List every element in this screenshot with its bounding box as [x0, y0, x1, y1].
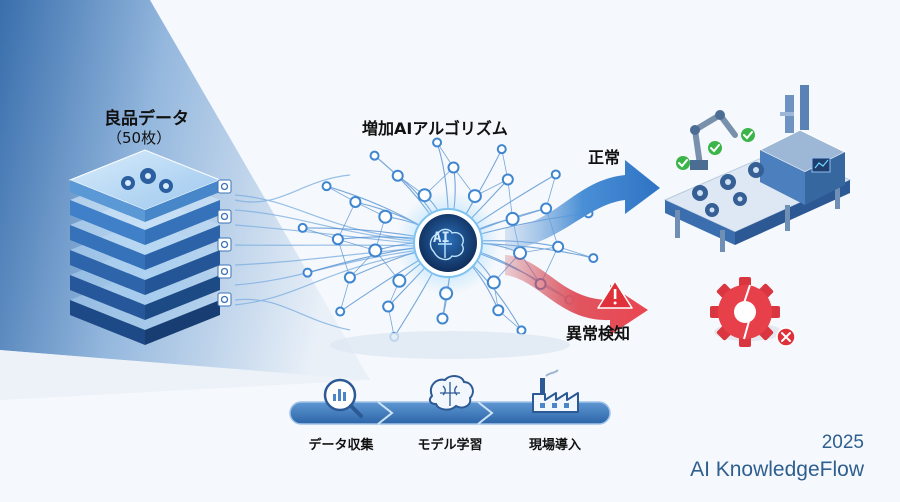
network-link — [302, 227, 339, 240]
footer-year: 2025 — [821, 432, 864, 453]
data-block-count: （50枚） — [107, 129, 172, 147]
gear-icon — [121, 168, 173, 193]
data-stack — [68, 149, 232, 345]
network-node — [486, 275, 501, 290]
network-node — [392, 273, 407, 288]
network-link — [337, 239, 351, 278]
gear-icon — [217, 179, 232, 307]
normal-output-label: 正常 — [588, 148, 621, 167]
network-node — [501, 173, 514, 186]
network-node — [335, 306, 346, 317]
network-node — [436, 312, 449, 325]
network-node — [588, 253, 599, 264]
magnifier-chart-icon — [323, 378, 363, 418]
anomaly-flow-arrow — [505, 255, 648, 335]
footer-brand: AI KnowledgeFlow — [690, 458, 864, 481]
algorithm-title: 増加AIアルゴリズム — [362, 119, 508, 138]
network-node — [496, 144, 507, 155]
normal-flow-arrow — [505, 160, 660, 250]
network-node — [297, 222, 308, 233]
check-icon — [676, 128, 755, 170]
network-node — [432, 137, 443, 148]
brain-icon — [428, 375, 474, 411]
warning-icon — [597, 280, 633, 309]
cross-icon — [776, 327, 796, 347]
network-node — [331, 233, 344, 246]
ai-brain-chip — [396, 191, 500, 295]
data-block-title: 良品データ — [104, 109, 189, 129]
network-node — [382, 300, 395, 313]
step-field-deployment: 現場導入 — [528, 438, 581, 453]
network-node — [391, 169, 404, 182]
anomaly-output-label: 異常検知 — [566, 324, 631, 343]
factory-production-line — [663, 85, 852, 252]
ai-chip-label: AI — [433, 230, 450, 246]
network-node — [302, 267, 313, 278]
network-link — [337, 201, 356, 240]
network-node — [369, 150, 380, 161]
network-node — [321, 181, 332, 192]
data-streams — [234, 174, 421, 331]
network-link — [557, 246, 594, 259]
network-node — [505, 211, 520, 226]
factory-icon — [532, 369, 579, 413]
network-node — [550, 169, 561, 180]
network-node — [447, 161, 460, 174]
broken-gear-icon — [710, 277, 796, 347]
network-node — [516, 325, 527, 336]
network-node — [540, 202, 553, 215]
network-node — [343, 271, 356, 284]
step-model-training: モデル学習 — [417, 438, 483, 453]
brain-icon — [429, 228, 464, 261]
process-bar — [289, 401, 611, 425]
network-node — [552, 240, 565, 253]
network-node — [368, 243, 383, 258]
network-node — [349, 195, 362, 208]
network-node — [378, 209, 393, 224]
network-node — [492, 304, 505, 317]
step-data-collection: データ収集 — [308, 438, 374, 453]
